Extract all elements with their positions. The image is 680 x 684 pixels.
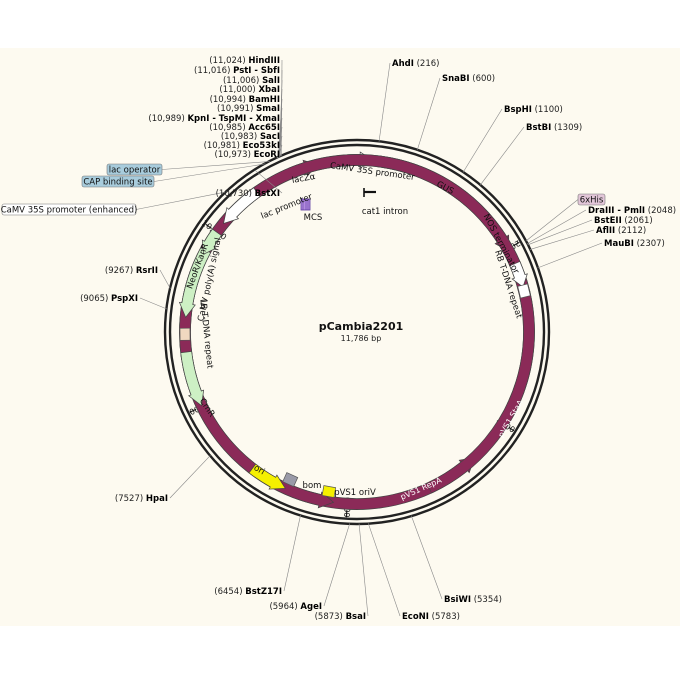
feature-lb-t-dna-repeat xyxy=(180,328,190,340)
plasmid-name: pCambia2201 xyxy=(319,320,404,333)
mcs-label: MCS xyxy=(304,213,323,223)
enzyme-position: (1100) xyxy=(532,105,563,115)
enzyme-position: (2112) xyxy=(615,226,646,236)
enzyme-name: XbaI xyxy=(258,85,280,95)
tag-label-camv-35s-promoter-enhanced: CaMV 35S promoter (enhanced) xyxy=(1,205,138,215)
enzyme-label-bstxi: (10,730) BstXI xyxy=(216,189,280,199)
enzyme-name: BsaI xyxy=(346,612,366,622)
enzyme-name: BstEII xyxy=(594,216,622,226)
enzyme-name: EcoNI xyxy=(402,612,429,622)
enzyme-label-smai: (10,991) SmaI xyxy=(217,104,280,114)
enzyme-label-bsai: (5873) BsaI xyxy=(315,612,366,622)
tag-label-6xhis: 6xHis xyxy=(580,195,604,205)
enzyme-name: HpaI xyxy=(146,494,168,504)
enzyme-label-pspxi: (9065) PspXI xyxy=(80,294,138,304)
enzyme-position: (9065) xyxy=(80,294,111,304)
enzyme-label-ahdi: AhdI (216) xyxy=(392,59,439,69)
feature-label-bom: bom xyxy=(303,481,322,491)
enzyme-name: MauBI xyxy=(604,239,634,249)
tag-camv-35s-promoter-enhanced: CaMV 35S promoter (enhanced) xyxy=(1,204,138,215)
enzyme-position: (5964) xyxy=(269,602,300,612)
enzyme-label-bstz17i: (6454) BstZ17I xyxy=(214,587,282,597)
enzyme-name: BstXI xyxy=(255,189,280,199)
enzyme-name: SnaBI xyxy=(442,74,470,84)
enzyme-position: (11,000) xyxy=(219,85,258,95)
enzyme-name: BstZ17I xyxy=(245,587,282,597)
enzyme-position: (216) xyxy=(414,59,440,69)
enzyme-label-snabi: SnaBI (600) xyxy=(442,74,495,84)
enzyme-label-agei: (5964) AgeI xyxy=(269,602,322,612)
enzyme-label-xbai: (11,000) XbaI xyxy=(219,85,280,95)
enzyme-name: BsiWI xyxy=(444,595,471,605)
enzyme-position: (2307) xyxy=(634,239,665,249)
enzyme-label-bstbi: BstBI (1309) xyxy=(526,123,582,133)
enzyme-name: DraIII - PmlI xyxy=(588,206,645,216)
enzyme-name: BspHI xyxy=(504,105,532,115)
enzyme-name: BstBI xyxy=(526,123,551,133)
enzyme-name: AflII xyxy=(596,226,615,236)
enzyme-label-psti-sbfi: (11,016) PstI - SbfI xyxy=(194,66,280,76)
enzyme-label-econi: EcoNI (5783) xyxy=(402,612,460,622)
enzyme-name: AgeI xyxy=(300,602,322,612)
enzyme-position: (600) xyxy=(470,74,496,84)
enzyme-name: HindIII xyxy=(248,56,280,66)
enzyme-position: (6454) xyxy=(214,587,245,597)
enzyme-label-draiii-pmli: DraIII - PmlI (2048) xyxy=(588,206,676,216)
tag-cap-binding-site: CAP binding site xyxy=(82,176,154,187)
tag-label-lac-operator: lac operator xyxy=(109,165,161,175)
enzyme-label-bsiwi: BsiWI (5354) xyxy=(444,595,502,605)
enzyme-name: PstI - SbfI xyxy=(233,66,280,76)
plasmid-size: 11,786 bp xyxy=(341,334,382,343)
enzyme-position: (10,973) xyxy=(215,150,254,160)
tag-lac-operator: lac operator xyxy=(107,164,162,175)
enzyme-position: (5783) xyxy=(429,612,460,622)
enzyme-label-rsrii: (9267) RsrII xyxy=(105,266,158,276)
tag-6xhis: 6xHis xyxy=(578,194,605,205)
enzyme-name: EcoRI xyxy=(254,150,280,160)
enzyme-position: (2061) xyxy=(622,216,653,226)
enzyme-position: (2048) xyxy=(645,206,676,216)
enzyme-name: PspXI xyxy=(111,294,138,304)
tag-label-cap-binding-site: CAP binding site xyxy=(83,177,152,187)
enzyme-position: (5873) xyxy=(315,612,346,622)
enzyme-label-hpai: (7527) HpaI xyxy=(115,494,168,504)
enzyme-position: (1309) xyxy=(551,123,582,133)
enzyme-position: (9267) xyxy=(105,266,136,276)
enzyme-position: (7527) xyxy=(115,494,146,504)
cat1-intron-label: cat1 intron xyxy=(362,207,408,217)
feature-label-pvs1-oriv: pVS1 oriV xyxy=(334,488,376,498)
enzyme-label-bsphi: BspHI (1100) xyxy=(504,105,563,115)
enzyme-label-maubi: MauBI (2307) xyxy=(604,239,665,249)
enzyme-position: (11,016) xyxy=(194,66,233,76)
enzyme-label-aflii: AflII (2112) xyxy=(596,226,646,236)
enzyme-label-bsteii: BstEII (2061) xyxy=(594,216,653,226)
enzyme-name: AhdI xyxy=(392,59,414,69)
enzyme-position: (11,024) xyxy=(209,56,248,66)
enzyme-name: RsrII xyxy=(136,266,158,276)
enzyme-label-hindiii: (11,024) HindIII xyxy=(209,56,280,66)
enzyme-position: (10,991) xyxy=(217,104,256,114)
enzyme-position: (10,730) xyxy=(216,189,255,199)
enzyme-label-ecori: (10,973) EcoRI xyxy=(215,150,280,160)
feature-box-lb-t-dna-repeat xyxy=(180,328,190,340)
enzyme-position: (5354) xyxy=(471,595,502,605)
enzyme-position: (10,989) xyxy=(148,114,187,124)
enzyme-name: SmaI xyxy=(256,104,280,114)
